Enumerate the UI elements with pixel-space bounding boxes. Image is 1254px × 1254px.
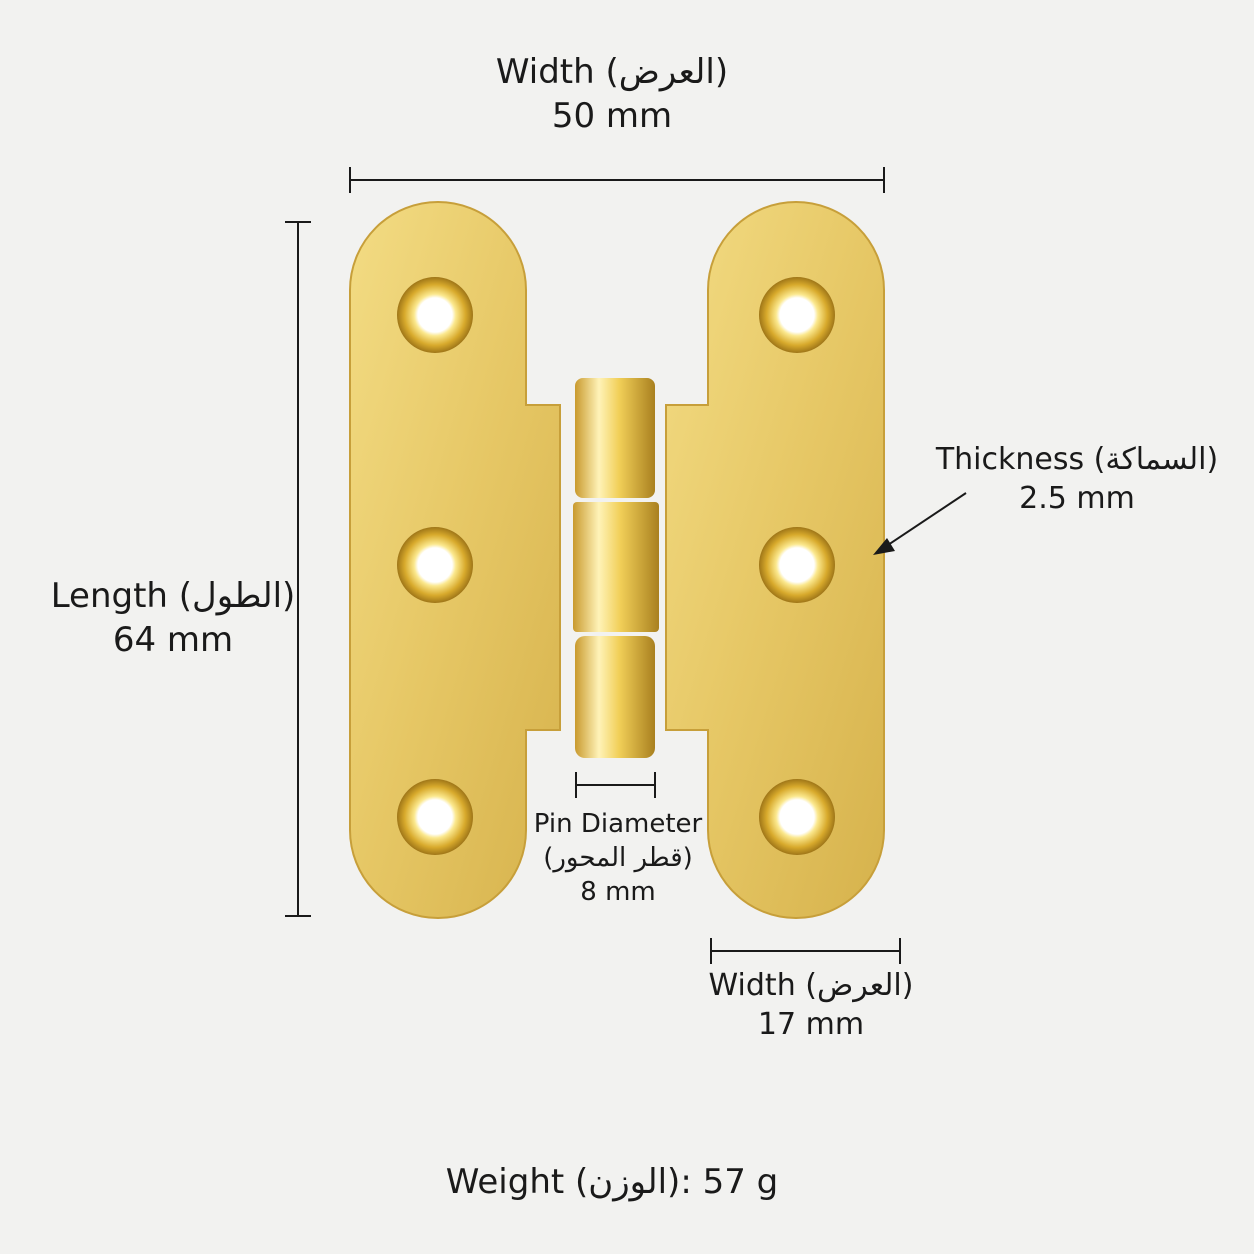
weight-label: Weight (الوزن): 57 g [412,1160,812,1204]
pin-diameter-label: Pin Diameter (قطر المحور) 8 mm [512,808,724,909]
pin-diameter-value: 8 mm [580,876,656,907]
weight-value: : 57 g [680,1162,779,1202]
thickness-label: Thickness (السماكة) 2.5 mm [930,440,1224,518]
barrel-middle [573,502,659,632]
length-label-en: Length [50,576,168,616]
screw-holes [397,277,835,855]
thickness-label-ar: (السماكة) [1093,442,1219,477]
length-value: 64 mm [112,620,234,661]
thickness-arrowhead [873,538,895,555]
screw-hole-right-top [759,277,835,353]
screw-hole-left-top [397,277,473,353]
screw-hole-right-bottom [759,779,835,855]
pin-diameter-label-ar: (قطر المحور) [543,842,693,873]
overall-width-value: 50 mm [551,96,673,137]
overall-width-label-en: Width [495,52,595,92]
leaf-width-value: 17 mm [757,1007,865,1042]
thickness-label-en: Thickness [935,442,1085,477]
pin-diameter-label-en: Pin Diameter [533,809,703,839]
barrel-top [575,378,655,498]
length-label-ar: (الطول) [178,576,296,616]
screw-hole-left-middle [397,527,473,603]
leaf-width-label-ar: (العرض) [805,968,914,1003]
leaf-width-label-en: Width [708,968,796,1003]
overall-width-label: Width (العرض) 50 mm [412,50,812,138]
leaf-width-label: Width (العرض) 17 mm [676,966,946,1044]
length-label: Length (الطول) 64 mm [28,574,318,662]
screw-hole-left-bottom [397,779,473,855]
weight-label-en: Weight [445,1162,565,1202]
overall-width-label-ar: (العرض) [605,52,729,92]
barrel-bottom [575,636,655,758]
thickness-value: 2.5 mm [1019,481,1135,516]
weight-label-ar: (الوزن) [575,1162,681,1202]
dimension-lines [285,167,967,964]
screw-hole-right-middle [759,527,835,603]
